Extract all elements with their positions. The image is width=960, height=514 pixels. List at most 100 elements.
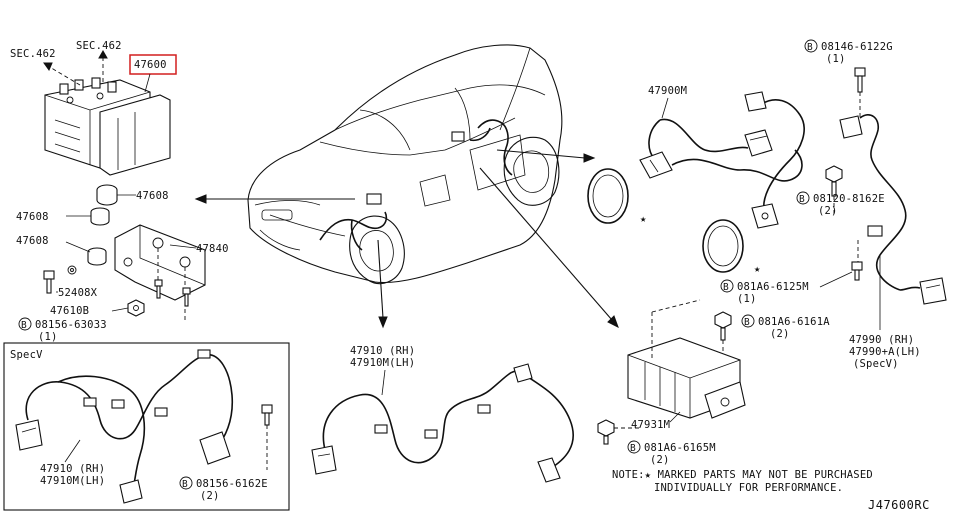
tone-ring-left[interactable]: ★ (587, 168, 647, 225)
label-bracket[interactable]: 47840 (196, 243, 229, 255)
bolt-marker-icon-6 (627, 440, 641, 454)
bolt-marker-b4: B (723, 282, 729, 293)
leader-specv-47910 (64, 439, 81, 463)
label-grommet-left2[interactable]: 47608 (16, 235, 49, 247)
note-line-1: NOTE:★ MARKED PARTS MAY NOT BE PURCHASED (612, 469, 873, 481)
arrow-car-to-front-sensor (378, 316, 388, 329)
front-abs-sensor-47910[interactable] (311, 363, 575, 483)
star-mark-right: ★ (754, 263, 761, 275)
star-mark-left: ★ (640, 213, 647, 225)
bolt-marker-icon-5 (741, 314, 755, 328)
car-sensor-wiring (319, 119, 513, 251)
label-front-sensor-lh[interactable]: 47910M(LH) (350, 357, 415, 369)
label-bolt-081a6-6165m-qty: (2) (650, 454, 670, 466)
arrow-car-to-yaw (607, 315, 619, 329)
bolt-marker-icon-7 (179, 476, 193, 490)
leader-47840 (169, 244, 197, 249)
leader-47931m (669, 411, 681, 423)
specv-box (3, 342, 290, 511)
leader-car-to-rear-sensor (496, 149, 586, 159)
rear-abs-sensor-47900m[interactable] (639, 91, 805, 229)
bolt-08146[interactable] (854, 67, 866, 93)
label-rear-sensor-spec: (SpecV) (853, 358, 899, 370)
bolt-08120[interactable] (825, 165, 843, 197)
label-specv-sensor-lh[interactable]: 47910M(LH) (40, 475, 105, 487)
nut-47610b[interactable] (127, 299, 145, 317)
label-bolt-081a6-6161a[interactable]: 081A6-6161A (758, 316, 830, 328)
bolt-small-b[interactable] (154, 279, 191, 307)
highlight-box-47600 (129, 54, 177, 75)
bolt-marker-icon-3 (796, 191, 810, 205)
arrow-sec462-left (43, 62, 53, 72)
label-specv-bolt-qty: (2) (200, 490, 220, 502)
label-bolt-08120-qty: (2) (818, 205, 838, 217)
leader-47900m (661, 97, 669, 119)
label-specv-bolt[interactable]: 08156-6162E (196, 478, 268, 490)
bolt-marker-b6: B (630, 443, 636, 454)
label-bolt-08156-63033[interactable]: 08156-63033 (35, 319, 107, 331)
specv-abs-sensor[interactable] (15, 349, 234, 504)
specv-bolt[interactable] (261, 404, 273, 426)
vehicle-outline (247, 44, 563, 284)
label-rear-sensor-rh[interactable]: 47990 (RH) (849, 334, 914, 346)
grommet-lower[interactable] (87, 247, 107, 266)
dash-yaw-2 (651, 299, 701, 313)
bolt-marker-b1: B (21, 320, 27, 331)
bolt-52408x[interactable] (43, 270, 55, 294)
bolt-marker-b2: B (807, 42, 813, 53)
label-sec462-left[interactable]: SEC.462 (10, 48, 56, 60)
tone-ring-right[interactable]: ★ (702, 219, 761, 275)
label-rear-sensor[interactable]: 47900M (648, 85, 687, 97)
leader-sec462-left (47, 65, 81, 86)
leader-47600 (144, 73, 151, 93)
diagram-code: J47600RC (868, 498, 930, 512)
label-yaw-sensor[interactable]: 47931M (631, 419, 670, 431)
label-abs-actuator[interactable]: 47600 (134, 59, 167, 71)
label-front-sensor-rh[interactable]: 47910 (RH) (350, 345, 415, 357)
washer-small[interactable] (67, 265, 77, 275)
leader-car-to-yaw (479, 167, 613, 321)
bolt-081a6-6161a[interactable] (714, 311, 732, 341)
arrow-car-to-rear-sensor (583, 153, 596, 163)
rear-wheel-outline (503, 136, 560, 206)
bolt-marker-b5: B (744, 317, 750, 328)
bolt-marker-b3: B (799, 194, 805, 205)
abs-actuator-unit[interactable] (44, 77, 171, 176)
bolt-marker-b7: B (182, 479, 188, 490)
front-wheel-outline (349, 215, 405, 285)
label-specv-sensor-rh[interactable]: 47910 (RH) (40, 463, 105, 475)
note-line-2: INDIVIDUALLY FOR PERFORMANCE. (654, 482, 843, 494)
label-bolt-081a6-6125m-qty: (1) (737, 293, 757, 305)
label-bolt-08146-qty: (1) (826, 53, 846, 65)
label-bolt-08120[interactable]: 08120-8162E (813, 193, 885, 205)
arrow-car-to-abs (194, 194, 207, 204)
bolt-marker-icon-2 (804, 39, 818, 53)
bolt-081a6-6165m[interactable] (597, 419, 615, 445)
bolt-marker-icon (18, 317, 32, 331)
label-bolt-08156-63033-qty: (1) (38, 331, 58, 343)
label-bolt-081a6-6165m[interactable]: 081A6-6165M (644, 442, 716, 454)
yaw-rate-sensor[interactable] (627, 337, 746, 419)
leader-47608-lower (65, 241, 91, 253)
label-bolt[interactable]: 52408X (58, 287, 98, 299)
leader-47610b (111, 307, 129, 312)
label-nut[interactable]: 47610B (50, 305, 89, 317)
leader-081a6-6125m (819, 271, 853, 288)
leader-47910-center (381, 369, 386, 396)
label-grommet-left[interactable]: 47608 (16, 211, 49, 223)
label-spec-v[interactable]: SpecV (10, 349, 43, 361)
grommet-upper[interactable] (96, 184, 118, 206)
bolt-47990-mount[interactable] (851, 261, 863, 281)
label-bracket-upper[interactable]: 47608 (136, 190, 169, 202)
label-bolt-08146[interactable]: 08146-6122G (821, 41, 893, 53)
arrow-sec462-top (98, 49, 108, 59)
label-rear-sensor-lh[interactable]: 47990+A(LH) (849, 346, 921, 358)
grommet-middle[interactable] (90, 207, 110, 226)
bolt-marker-icon-4 (720, 279, 734, 293)
label-bolt-081a6-6161a-qty: (2) (770, 328, 790, 340)
label-sec462-top[interactable]: SEC.462 (76, 40, 122, 52)
rear-abs-sensor-47990[interactable] (839, 114, 947, 305)
leader-car-to-front-sensor (377, 239, 384, 319)
label-bolt-081a6-6125m[interactable]: 081A6-6125M (737, 281, 809, 293)
